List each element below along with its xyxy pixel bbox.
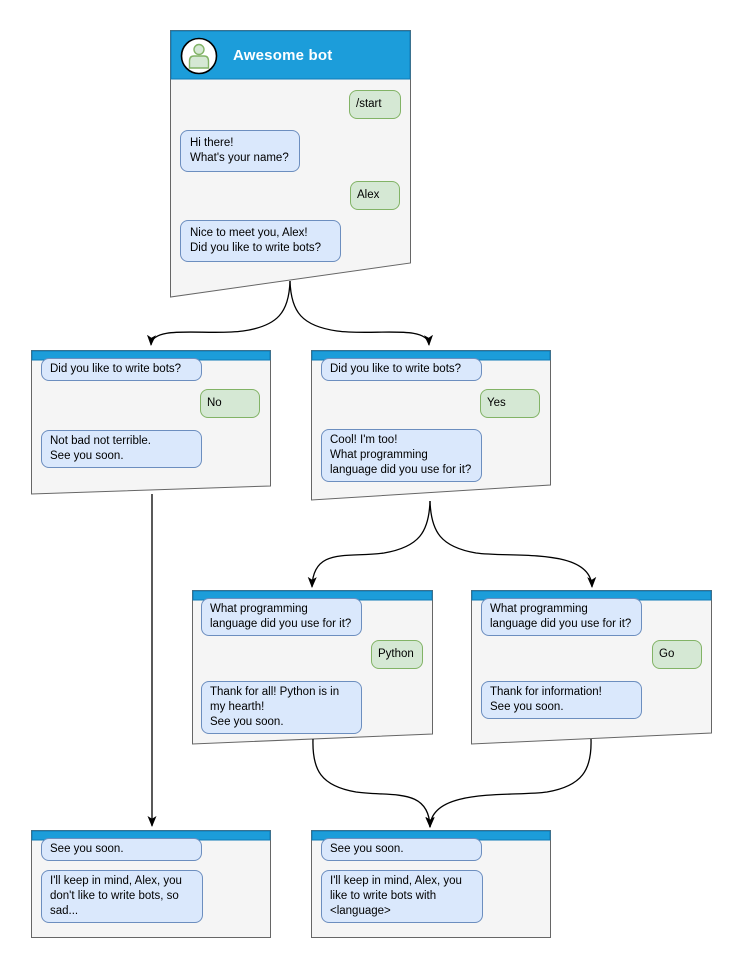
person-icon bbox=[180, 37, 218, 75]
connector-yes-to-go bbox=[429, 500, 597, 588]
connector-start-to-no bbox=[147, 280, 291, 346]
bot-message-bubble[interactable]: Not bad not terrible. See you soon. bbox=[41, 430, 202, 468]
bot-avatar bbox=[180, 37, 218, 75]
chat-screen-start[interactable]: Awesome bot /start Hi there! What's your… bbox=[170, 30, 411, 297]
chat-screen-branch-yes[interactable]: Did you like to write bots? Yes Cool! I'… bbox=[311, 350, 551, 500]
bot-message-bubble[interactable]: I'll keep in mind, Alex, you like to wri… bbox=[321, 870, 483, 923]
user-message-bubble[interactable]: Yes bbox=[480, 389, 540, 418]
bot-message-bubble[interactable]: Thank for information! See you soon. bbox=[481, 681, 642, 719]
connector-start-to-yes bbox=[289, 280, 433, 346]
bot-message-bubble[interactable]: Thank for all! Python is in my hearth! S… bbox=[201, 681, 362, 734]
chat-screen-branch-no[interactable]: Did you like to write bots? No Not bad n… bbox=[31, 350, 271, 494]
user-message-bubble[interactable]: /start bbox=[349, 90, 401, 119]
chat-screen-branch-go[interactable]: What programming language did you use fo… bbox=[471, 590, 712, 744]
connector-go-to-end bbox=[425, 738, 592, 828]
bot-message-bubble[interactable]: Did you like to write bots? bbox=[321, 358, 482, 381]
chat-screen-branch-python[interactable]: What programming language did you use fo… bbox=[192, 590, 433, 744]
bot-message-bubble[interactable]: What programming language did you use fo… bbox=[481, 598, 642, 636]
bot-message-bubble[interactable]: What programming language did you use fo… bbox=[201, 598, 362, 636]
bot-message-bubble[interactable]: See you soon. bbox=[41, 838, 202, 861]
user-message-bubble[interactable]: Alex bbox=[350, 181, 400, 210]
chat-screen-end-language[interactable]: See you soon. I'll keep in mind, Alex, y… bbox=[311, 830, 551, 938]
user-message-bubble[interactable]: Go bbox=[652, 640, 702, 669]
user-message-bubble[interactable]: No bbox=[200, 389, 260, 418]
chat-screen-end-no[interactable]: See you soon. I'll keep in mind, Alex, y… bbox=[31, 830, 271, 938]
bot-message-bubble[interactable]: See you soon. bbox=[321, 838, 482, 861]
bot-message-bubble[interactable]: I'll keep in mind, Alex, you don't like … bbox=[41, 870, 203, 923]
user-message-bubble[interactable]: Python bbox=[371, 640, 423, 669]
bot-message-bubble[interactable]: Did you like to write bots? bbox=[41, 358, 202, 381]
bot-message-bubble[interactable]: Cool! I'm too! What programming language… bbox=[321, 429, 482, 482]
connector-python-to-end bbox=[312, 738, 435, 828]
bot-message-bubble[interactable]: Nice to meet you, Alex! Did you like to … bbox=[180, 220, 341, 262]
bot-message-bubble[interactable]: Hi there! What's your name? bbox=[180, 130, 300, 172]
bot-name-title: Awesome bot bbox=[233, 47, 333, 64]
connector-yes-to-python bbox=[307, 500, 431, 588]
